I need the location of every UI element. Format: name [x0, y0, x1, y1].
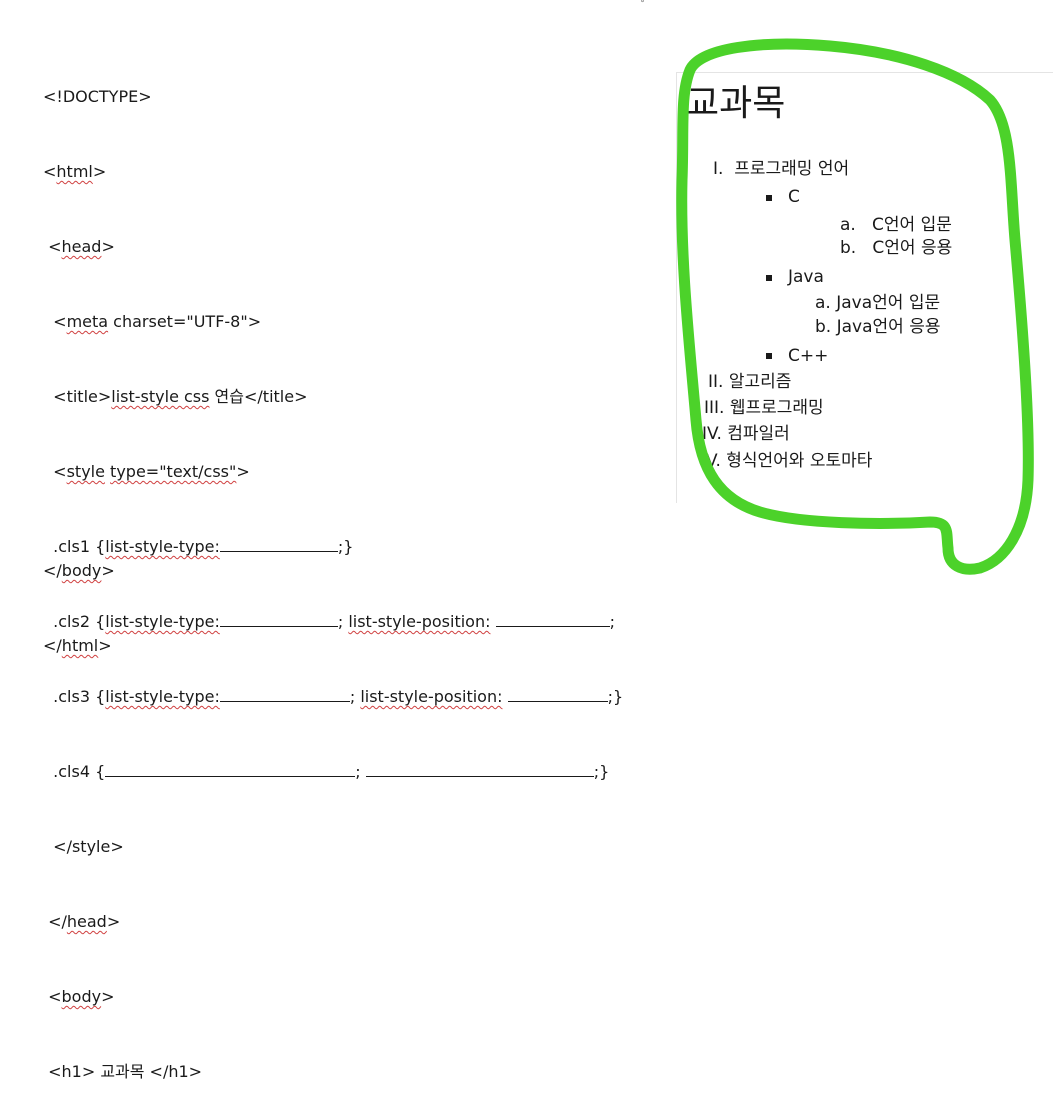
roman-marker: III. — [704, 398, 725, 418]
doctype-text: <!DOCTYPE> — [43, 87, 152, 106]
alpha-marker: a. — [815, 293, 831, 313]
code-line-cls4: .cls4 {; ;} — [53, 762, 610, 781]
code-line-h1: <h1> 교과목 </h1> — [43, 1059, 623, 1084]
code-line-style: <style type="text/css"> — [43, 462, 250, 481]
head-close-tag: head — [66, 912, 107, 931]
code-line-html-close: </html> — [43, 636, 112, 655]
roman-marker: II. — [708, 372, 724, 392]
cls1-blank — [219, 537, 338, 552]
item-text: C언어 응용 — [872, 238, 953, 258]
code-line-meta: <meta charset="UTF-8"> — [43, 312, 262, 331]
item-text: C언어 입문 — [872, 215, 952, 235]
list-item-level1: II. 알고리즘 — [708, 370, 791, 394]
alpha-marker: b. — [840, 238, 857, 258]
list-item-level3: b. C언어 응용 — [840, 236, 952, 260]
rendered-preview-panel — [676, 72, 1053, 503]
title-korean: 연습</title> — [209, 387, 308, 406]
cls1-property: list-style-type: — [105, 537, 220, 556]
code-line-title: <title>list-style css 연습</title> — [43, 387, 308, 406]
item-text: 형식언어와 오토마타 — [726, 451, 873, 471]
code-line-body-close: </body> — [43, 561, 115, 580]
list-item-level3: b. Java언어 응용 — [815, 315, 940, 339]
cls3-property-position: list-style-position: — [360, 687, 503, 706]
code-line-html-open: <html> — [43, 162, 107, 181]
html-open-tag: html — [56, 162, 93, 181]
code-line-style-close: </style> — [43, 834, 623, 859]
code-line-doctype: <!DOCTYPE> — [43, 84, 623, 109]
html-close-tag: html — [61, 636, 99, 655]
style-type-attr: type="text/css" — [110, 462, 237, 481]
list-item-level2: C — [788, 187, 800, 207]
code-line-cls1: .cls1 {list-style-type:;} — [53, 537, 354, 556]
item-text: 웹프로그래밍 — [729, 398, 824, 418]
h1-line: <h1> 교과목 </h1> — [48, 1062, 203, 1081]
item-text: Java언어 응용 — [836, 317, 941, 337]
style-close-tag: </style> — [53, 837, 124, 856]
meta-tag: meta — [66, 312, 109, 331]
cls3-property: list-style-type: — [105, 687, 220, 706]
code-line-cls2: .cls2 {list-style-type:; list-style-posi… — [53, 612, 615, 631]
list-item-level3: a. Java언어 입문 — [815, 291, 940, 315]
cls1-selector: .cls1 { — [53, 537, 106, 556]
roman-marker: I. — [713, 159, 724, 179]
head-open-tag: head — [61, 237, 102, 256]
list-item-level2: C++ — [788, 346, 829, 366]
body-close-tag: body — [61, 561, 102, 580]
body-open-tag: body — [61, 987, 102, 1006]
list-item-level1: III. 웹프로그래밍 — [704, 396, 824, 420]
list-item-level1: V. 형식언어와 오토마타 — [706, 449, 872, 473]
code-line-head-close: </head> — [43, 912, 121, 931]
cls3-blank-position — [507, 687, 608, 702]
green-highlight-ring — [676, 38, 1034, 575]
cls2-blank-position — [495, 612, 610, 627]
square-bullet — [766, 195, 772, 201]
square-bullet — [766, 275, 772, 281]
list-item-level3: a. C언어 입문 — [840, 213, 952, 237]
preview-heading: 교과목 — [686, 83, 786, 124]
item-text: Java언어 입문 — [836, 293, 941, 313]
title-tag: title — [66, 387, 98, 406]
item-text: 알고리즘 — [728, 372, 792, 392]
cls3-blank-type — [219, 687, 350, 702]
cls2-property: list-style-type: — [105, 612, 220, 631]
style-tag: style — [66, 462, 105, 481]
stray-mark: ˚ — [640, 0, 645, 11]
alpha-marker: b. — [815, 317, 832, 337]
square-bullet — [766, 353, 772, 359]
code-line-head-open: <head> — [43, 237, 115, 256]
code-line-cls3: .cls3 {list-style-type:; list-style-posi… — [53, 687, 624, 706]
cls4-selector: .cls4 { — [53, 762, 106, 781]
list-item-level1: IV. 컴파일러 — [702, 422, 790, 446]
code-line-body-open: <body> — [43, 987, 115, 1006]
roman-marker: IV. — [702, 424, 722, 444]
cls4-blank-1 — [105, 762, 356, 777]
cls3-selector: .cls3 { — [53, 687, 106, 706]
title-text: list-style css — [111, 387, 210, 406]
cls2-blank-type — [219, 612, 338, 627]
cls4-blank-2 — [365, 762, 594, 777]
list-item-level1: I. 프로그래밍 언어 — [713, 157, 849, 181]
cls2-property-position: list-style-position: — [348, 612, 491, 631]
item-text: 컴파일러 — [727, 424, 790, 444]
list-item-level2: Java — [788, 267, 824, 287]
item-text: 프로그래밍 언어 — [734, 159, 850, 179]
alpha-marker: a. — [840, 215, 856, 235]
meta-attr: charset="UTF-8"> — [108, 312, 262, 331]
